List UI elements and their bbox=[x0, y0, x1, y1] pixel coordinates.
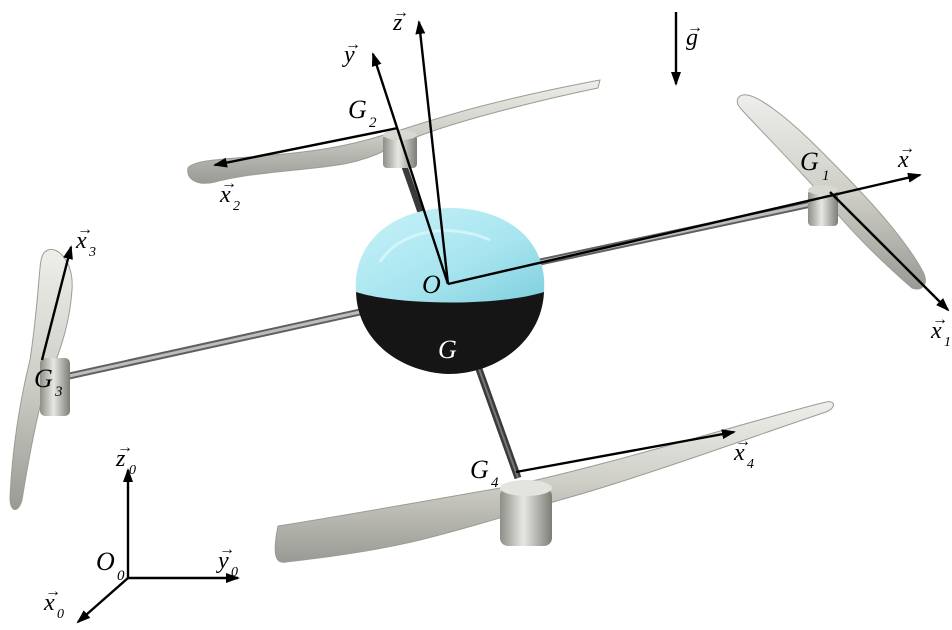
svg-text:0: 0 bbox=[129, 463, 136, 478]
svg-text:x: x bbox=[733, 440, 745, 466]
z-axis bbox=[415, 20, 450, 285]
label-O0: O 0 bbox=[96, 547, 125, 584]
svg-text:1: 1 bbox=[944, 335, 951, 350]
svg-text:x: x bbox=[930, 318, 942, 344]
svg-text:2: 2 bbox=[233, 199, 240, 214]
svg-text:x: x bbox=[219, 182, 231, 208]
svg-text:G: G bbox=[34, 364, 53, 393]
rotor-4 bbox=[274, 401, 834, 563]
label-y: y → bbox=[342, 36, 361, 68]
y-axis bbox=[371, 52, 450, 285]
svg-text:G: G bbox=[800, 147, 819, 176]
svg-text:4: 4 bbox=[747, 457, 754, 472]
svg-text:→: → bbox=[899, 140, 915, 157]
x-axis bbox=[447, 172, 922, 286]
svg-text:0: 0 bbox=[57, 607, 64, 622]
svg-text:2: 2 bbox=[369, 115, 377, 131]
svg-text:→: → bbox=[117, 439, 133, 456]
label-z: z → bbox=[392, 4, 409, 36]
x3-axis bbox=[40, 245, 73, 361]
rotor-2 bbox=[187, 79, 601, 184]
svg-text:0: 0 bbox=[231, 565, 238, 580]
central-body bbox=[355, 208, 545, 374]
label-x2: x → 2 bbox=[219, 175, 240, 214]
label-G4: G 4 bbox=[470, 455, 499, 491]
svg-text:z: z bbox=[392, 10, 403, 36]
label-x0: x → 0 bbox=[43, 583, 64, 622]
svg-text:O: O bbox=[96, 547, 115, 576]
svg-text:G: G bbox=[348, 95, 367, 124]
label-x4: x → 4 bbox=[733, 433, 754, 472]
rotor-3 bbox=[9, 248, 73, 510]
label-G3: G 3 bbox=[34, 364, 63, 400]
label-G: G bbox=[438, 335, 457, 364]
svg-text:→: → bbox=[735, 433, 751, 450]
vec-g: → bbox=[687, 19, 703, 36]
svg-text:y: y bbox=[342, 42, 355, 68]
label-x: x → bbox=[897, 140, 915, 173]
svg-text:G: G bbox=[438, 335, 457, 364]
svg-text:0: 0 bbox=[117, 568, 125, 584]
x2-axis bbox=[213, 126, 399, 168]
svg-text:→: → bbox=[932, 311, 948, 328]
label-x3: x → 3 bbox=[75, 221, 96, 260]
svg-text:x: x bbox=[43, 590, 55, 616]
label-G1: G 1 bbox=[800, 147, 830, 184]
label-g: g bbox=[686, 25, 698, 51]
svg-text:1: 1 bbox=[822, 168, 830, 184]
svg-text:→: → bbox=[219, 541, 235, 558]
svg-text:3: 3 bbox=[54, 384, 63, 400]
svg-text:3: 3 bbox=[88, 245, 96, 260]
svg-text:x: x bbox=[75, 228, 87, 254]
svg-text:→: → bbox=[77, 221, 93, 238]
x1-axis bbox=[829, 191, 950, 312]
svg-text:→: → bbox=[393, 4, 409, 21]
svg-text:→: → bbox=[221, 175, 237, 192]
svg-text:y: y bbox=[216, 548, 229, 574]
x0-axis bbox=[76, 577, 129, 624]
svg-text:x: x bbox=[897, 147, 909, 173]
label-O: O bbox=[422, 270, 441, 299]
svg-text:G: G bbox=[470, 455, 489, 484]
x4-axis bbox=[515, 429, 736, 474]
svg-text:→: → bbox=[45, 583, 61, 600]
label-G2: G 2 bbox=[348, 95, 377, 131]
label-x1: x → 1 bbox=[930, 311, 951, 350]
label-y0: y → 0 bbox=[216, 541, 238, 580]
svg-text:O: O bbox=[422, 270, 441, 299]
svg-text:4: 4 bbox=[491, 475, 499, 491]
svg-text:→: → bbox=[345, 36, 361, 53]
label-z0: z → 0 bbox=[115, 439, 136, 478]
svg-text:z: z bbox=[115, 446, 126, 472]
